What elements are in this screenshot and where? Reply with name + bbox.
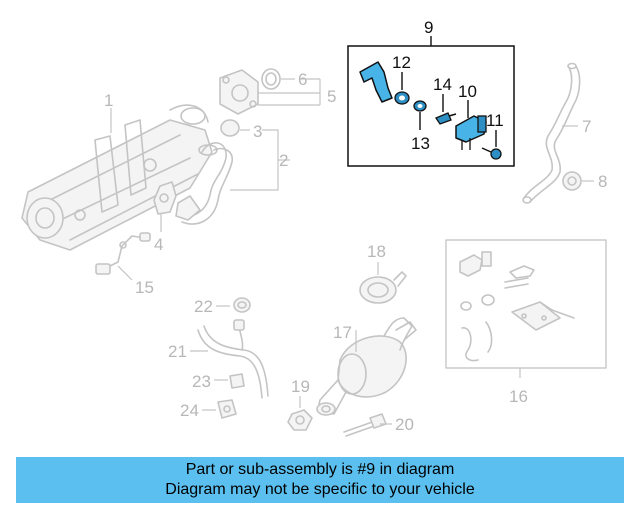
callout-9: 9 (424, 18, 433, 37)
callout-5: 5 (327, 87, 336, 106)
part-17-converter (316, 317, 417, 416)
callout-8: 8 (598, 172, 607, 191)
callout-23: 23 (192, 372, 211, 391)
part-15-sensor-wire (95, 232, 151, 275)
callout-21: 21 (168, 342, 187, 361)
part-12-hose (359, 61, 393, 103)
part-12-clamp (394, 91, 410, 105)
callout-11: 11 (486, 111, 504, 130)
banner-line-1: Part or sub-assembly is #9 in diagram (185, 461, 455, 478)
callout-19: 19 (291, 377, 310, 396)
part-5-connector (219, 69, 259, 115)
callout-7: 7 (582, 117, 591, 136)
part-20-stud (343, 413, 387, 437)
part-24-bracket (217, 399, 237, 419)
part-13-washer (413, 100, 427, 112)
callout-20: 20 (395, 415, 414, 434)
callout-10: 10 (458, 82, 477, 101)
part-8-grommet (562, 171, 582, 191)
part-23-clip (229, 373, 245, 389)
part-21-pipe (197, 319, 269, 399)
banner-line-2: Diagram may not be specific to your vehi… (165, 481, 475, 498)
info-banner: Part or sub-assembly is #9 in diagram Di… (16, 457, 624, 503)
callout-16: 16 (509, 387, 528, 406)
callout-24: 24 (180, 401, 199, 420)
part-1-egr-cooler (21, 104, 213, 251)
callout-15: 15 (135, 278, 154, 297)
part-6-gasket (261, 68, 281, 90)
callout-3: 3 (253, 122, 262, 141)
part-22-clamp (233, 297, 251, 313)
part-3-ring (220, 119, 240, 137)
callout-1: 1 (104, 91, 113, 110)
callout-18: 18 (367, 242, 386, 261)
callout-17: 17 (333, 323, 352, 342)
part-14-bolt (435, 112, 457, 125)
assembly-9-box: 9 12 13 14 10 (347, 18, 515, 167)
part-19-gasket (287, 409, 313, 431)
callout-2: 2 (279, 151, 288, 170)
callout-4: 4 (154, 235, 163, 254)
part-16-box (445, 239, 607, 369)
callout-22: 22 (194, 297, 213, 316)
callout-12: 12 (392, 53, 411, 72)
callout-13: 13 (411, 134, 430, 153)
part-10-sensor (455, 115, 487, 150)
part-18-clamp (359, 271, 407, 304)
callout-14: 14 (433, 75, 452, 94)
part-2-pipe (177, 142, 233, 225)
part-11-bolt (481, 147, 502, 160)
parts-diagram: 1 6 5 3 2 4 15 9 (21, 18, 607, 437)
part-7-pipe (522, 62, 581, 204)
part-4-gasket (153, 181, 201, 221)
